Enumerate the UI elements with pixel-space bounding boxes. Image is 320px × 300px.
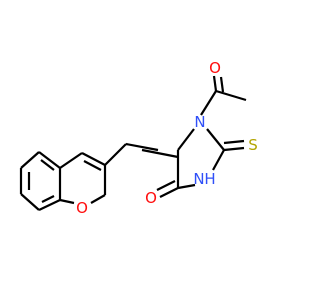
molecule-structure-diagram: O N S N H O O <box>19 59 258 217</box>
pyran-ring <box>59 152 107 205</box>
molecule-svg: O N S N H O O <box>19 59 258 217</box>
carbonyl-oxygen-label: O <box>145 189 157 207</box>
nh-nitrogen-label: N <box>193 170 204 188</box>
acetyl-group <box>200 75 247 116</box>
nh-hydrogen-label: H <box>204 170 215 188</box>
thione-sulfur-label: S <box>248 136 258 154</box>
n1-label: N <box>194 113 205 131</box>
imidazolidine-ring <box>176 128 225 190</box>
methylidene-bridge <box>104 142 179 166</box>
ring-oxygen-label: O <box>76 199 88 217</box>
benzene-ring <box>19 151 62 211</box>
ring-carbonyl <box>156 180 179 198</box>
acetyl-oxygen-label: O <box>209 59 221 77</box>
thione-group <box>223 139 245 152</box>
